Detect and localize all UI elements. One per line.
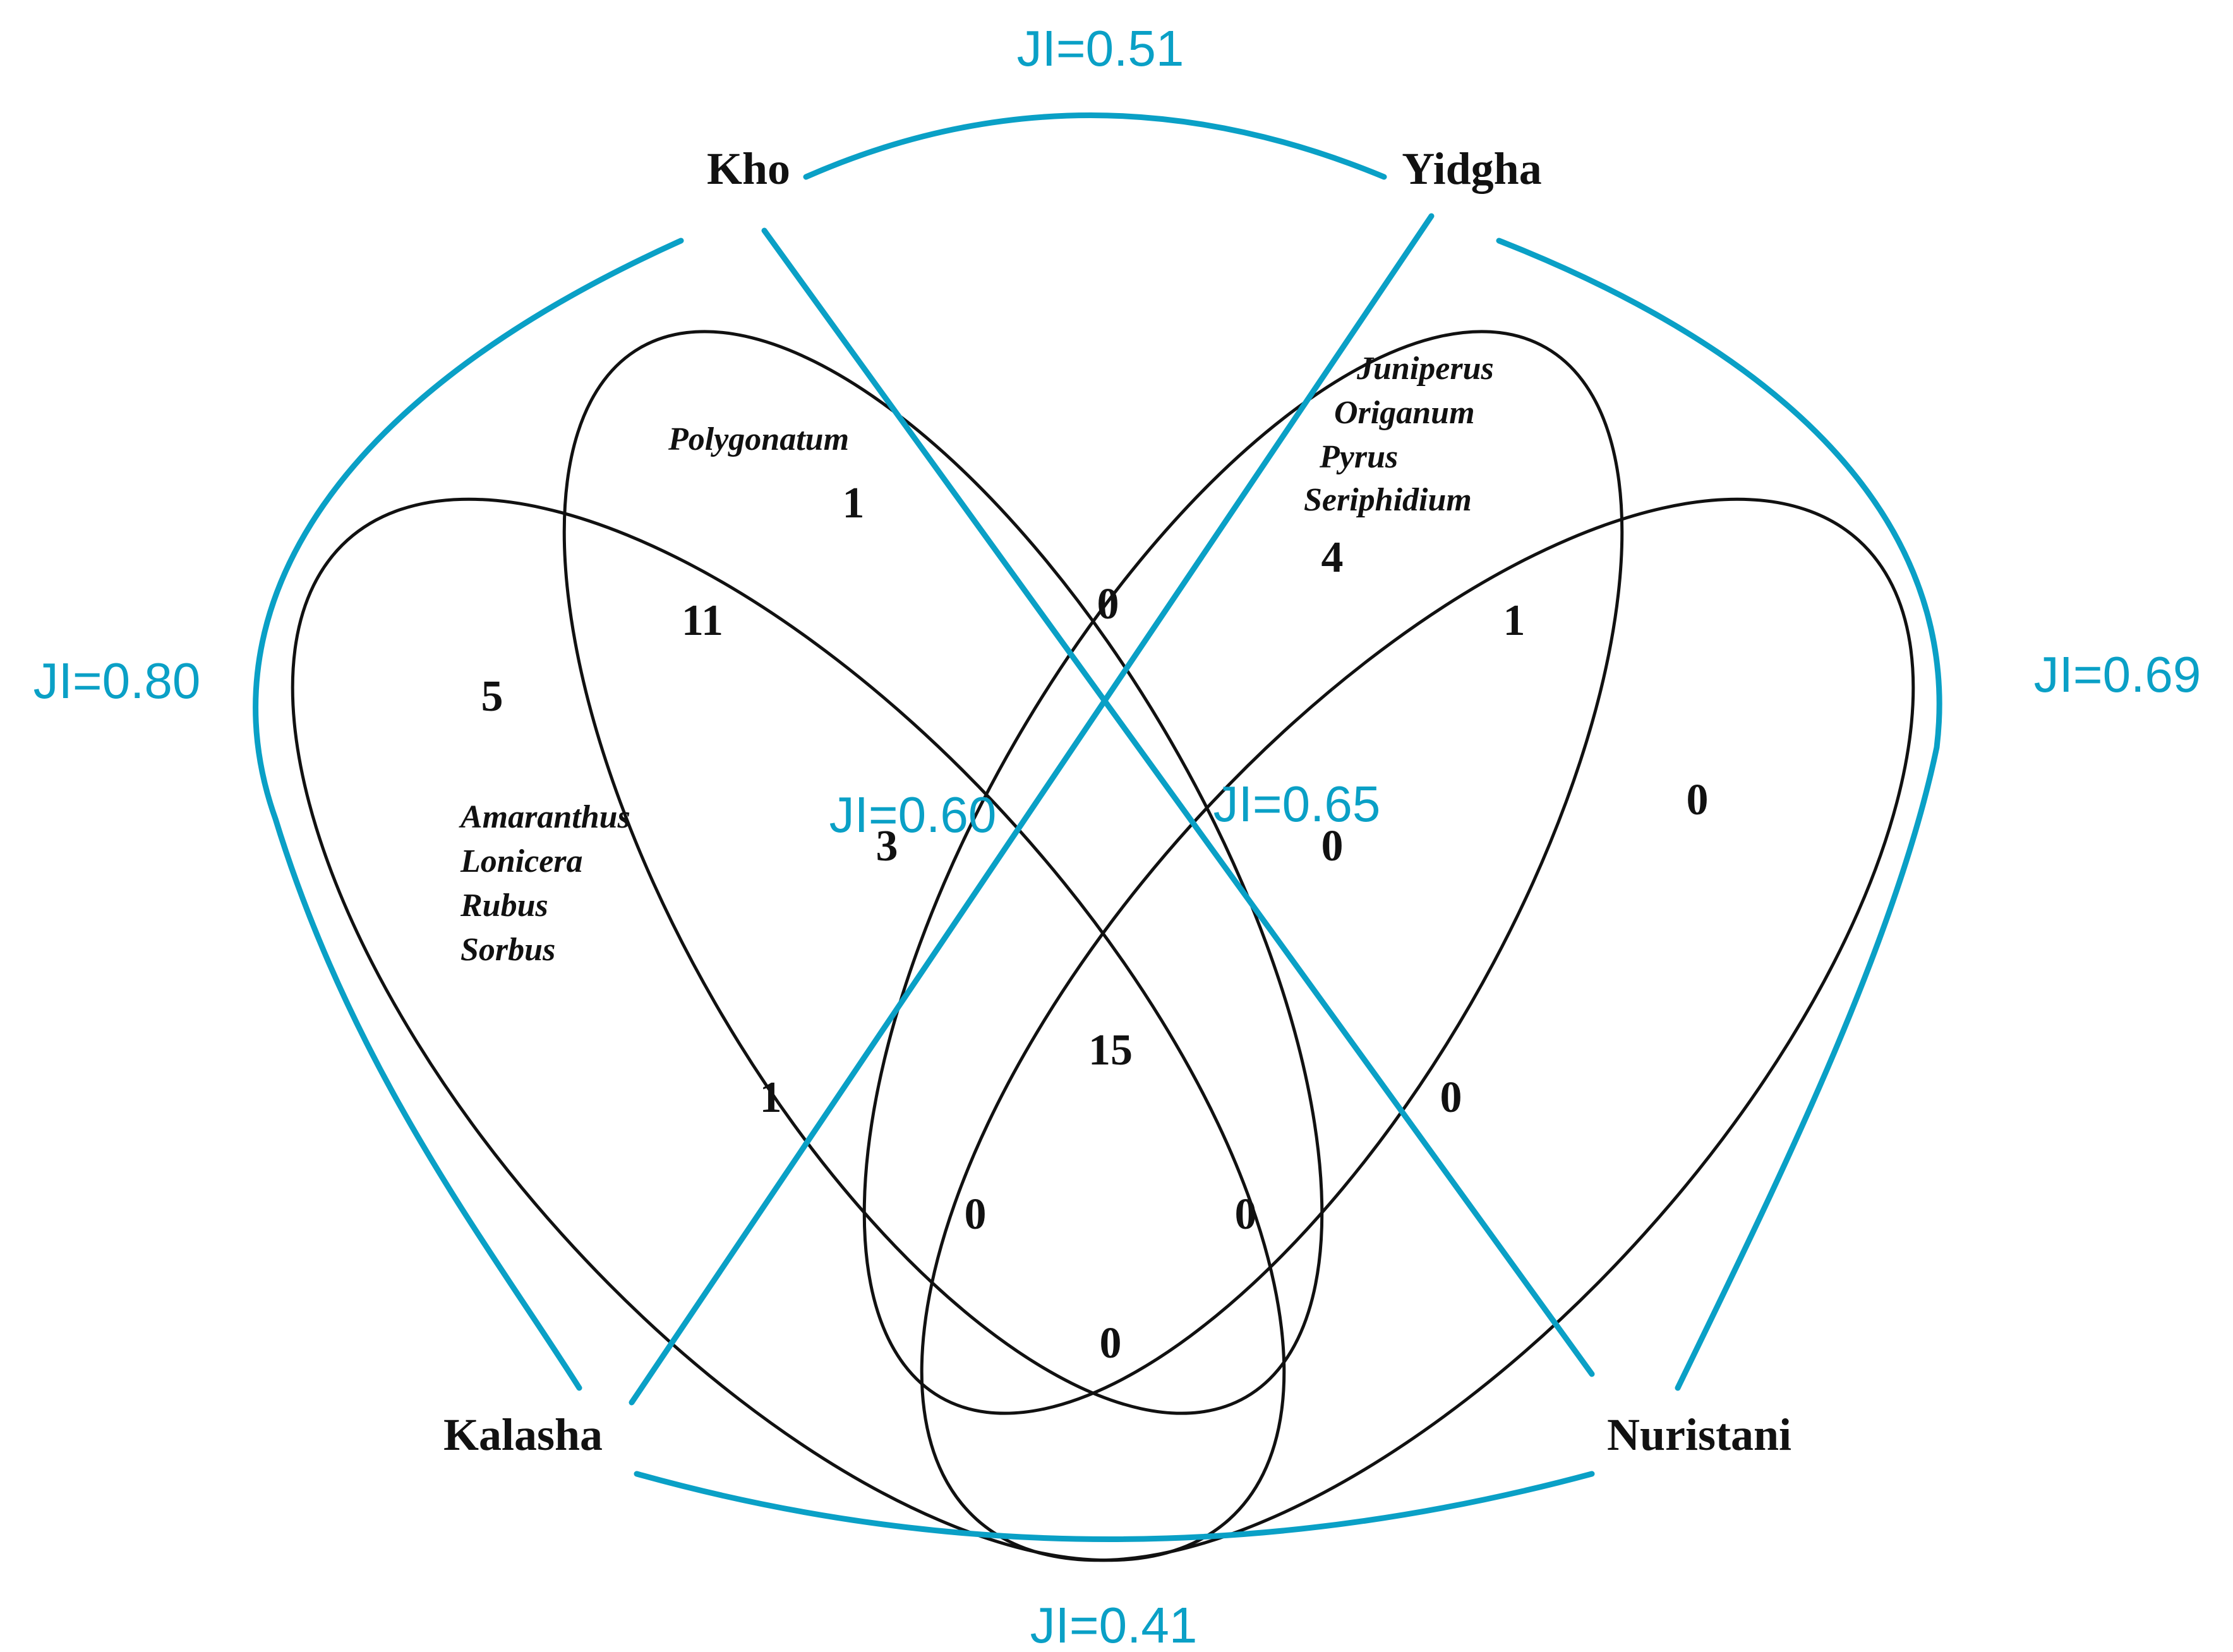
link-kho-yidgha [803, 112, 1387, 180]
count-all-four: 15 [1088, 1026, 1133, 1075]
link-yidgha-kalasha [629, 213, 1435, 1406]
ellipse-nuristani [920, 497, 1915, 1562]
species-yidgha-only-3: Pyrus [1319, 439, 1398, 475]
species-kho-only: Polygonatum [668, 421, 849, 457]
species-yidgha-only-4: Seriphidium [1304, 482, 1472, 518]
ji-kho-nuristani: JI=0.65 [1213, 776, 1381, 832]
count-kalasha-kho-nuristani: 0 [1235, 1190, 1257, 1239]
link-kho-kalasha [253, 238, 684, 1391]
label-nuristani: Nuristani [1607, 1409, 1791, 1460]
ji-kho-yidgha: JI=0.51 [1017, 20, 1184, 76]
species-yidgha-only-2: Origanum [1334, 395, 1475, 431]
species-yidgha-only-1: Juniperus [1356, 351, 1494, 387]
ellipse-yidgha [862, 330, 1624, 1415]
ji-yidgha-kalasha: JI=0.60 [829, 787, 997, 843]
count-kho-nuristani: 0 [1440, 1073, 1462, 1122]
count-yidgha-only: 4 [1321, 533, 1344, 582]
count-kalasha-only: 5 [481, 672, 503, 721]
link-kho-nuristani [761, 227, 1595, 1377]
label-kho: Kho [707, 143, 790, 194]
ellipse-kalasha [291, 497, 1286, 1562]
species-kalasha-only-2: Lonicera [460, 843, 583, 879]
count-nuristani-only: 0 [1687, 776, 1709, 824]
label-kalasha: Kalasha [443, 1409, 603, 1460]
ellipse-kho [562, 330, 1324, 1415]
count-kho-yidgha: 0 [1097, 580, 1119, 629]
count-kho-only: 1 [843, 479, 865, 528]
ji-kho-kalasha: JI=0.80 [33, 653, 201, 709]
species-kalasha-only-1: Amaranthus [459, 799, 630, 835]
ji-kalasha-nuristani: JI=0.41 [1030, 1597, 1198, 1652]
species-kalasha-only-4: Sorbus [460, 932, 555, 968]
count-yidgha-nuristani: 1 [1503, 596, 1526, 645]
link-yidgha-nuristani [1496, 238, 1942, 1391]
count-kho-yidgha-nuristani: 0 [1321, 822, 1344, 871]
link-kalasha-nuristani [634, 1471, 1595, 1542]
count-kalasha-kho-yidgha: 3 [876, 822, 898, 871]
label-yidgha: Yidgha [1402, 143, 1541, 194]
count-kalasha-nuristani: 0 [1100, 1319, 1122, 1368]
count-kalasha-yidgha: 1 [760, 1073, 782, 1122]
species-kalasha-only-3: Rubus [460, 888, 548, 924]
count-kalasha-kho: 11 [682, 596, 723, 645]
count-kalasha-yidgha-nuristani: 0 [965, 1190, 987, 1239]
ji-yidgha-nuristani: JI=0.69 [2034, 646, 2201, 702]
